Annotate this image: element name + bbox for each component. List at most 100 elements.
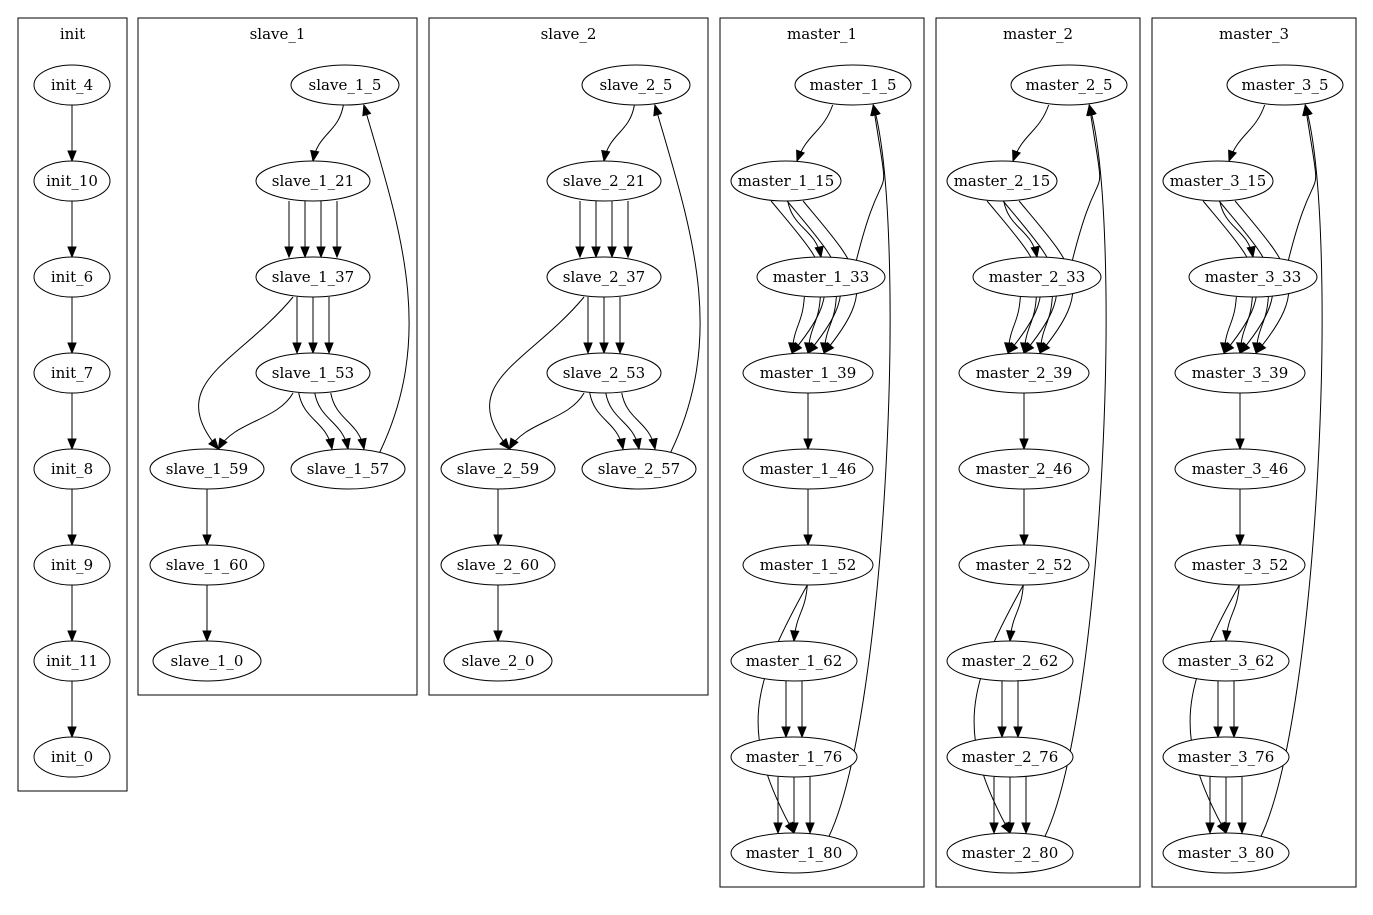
arrowhead [217, 437, 228, 451]
node-label: init_7 [51, 364, 93, 382]
node-label: master_3_15 [1170, 172, 1267, 190]
cluster-label: slave_2 [541, 25, 597, 43]
arrowhead [202, 534, 212, 547]
cluster-master-2: master_2 [935, 17, 1141, 888]
edge-path [1071, 104, 1101, 262]
node-label: master_2_62 [962, 652, 1059, 670]
node-ellipse [152, 640, 262, 682]
node-label: slave_2_5 [600, 76, 673, 94]
arrowhead [653, 103, 663, 117]
node-ellipse [255, 256, 371, 298]
cluster-label: master_1 [787, 25, 857, 43]
node-slave-2-21: slave_2_21 [546, 160, 662, 202]
node-ellipse [290, 64, 400, 106]
arrowhead [789, 822, 799, 835]
edge-master-1-46-to-master-1-52 [803, 488, 813, 547]
arrowhead [67, 246, 77, 259]
arrowhead [1222, 630, 1232, 643]
arrowhead [803, 534, 813, 547]
node-master-1-52: master_1_52 [742, 544, 874, 586]
edge-master-3-33-to-master-3-5 [1287, 103, 1317, 262]
arrowhead [493, 630, 503, 643]
node-ellipse [958, 448, 1090, 490]
cluster-box [1151, 17, 1357, 888]
edge-master-3-5-to-master-3-15 [1228, 104, 1266, 163]
node-label: slave_1_60 [166, 556, 248, 574]
node-ellipse [946, 832, 1074, 874]
node-ellipse [730, 160, 842, 202]
node-label: init_6 [51, 268, 93, 286]
node-master-3-46: master_3_46 [1174, 448, 1306, 490]
arrowhead [623, 246, 633, 259]
node-ellipse [149, 544, 265, 586]
arrowhead [1252, 342, 1262, 355]
node-ellipse [33, 352, 111, 394]
edge-master-2-52-to-master-2-62 [1006, 584, 1024, 643]
node-label: master_2_5 [1025, 76, 1112, 94]
node-slave-2-60: slave_2_60 [440, 544, 556, 586]
node-label: master_2_52 [976, 556, 1073, 574]
arrowhead [1229, 726, 1239, 739]
node-init-0: init_0 [33, 736, 111, 778]
node-ellipse [290, 448, 406, 490]
node-label: master_2_76 [962, 748, 1059, 766]
node-ellipse [1162, 640, 1290, 682]
edge-path [855, 104, 885, 262]
node-slave-1-59: slave_1_59 [149, 448, 265, 490]
node-ellipse [33, 736, 111, 778]
arrowhead [316, 246, 326, 259]
arrowhead [790, 630, 800, 643]
edge-slave-2-37-to-slave-2-53 [583, 296, 625, 355]
node-master-2-33: master_2_33 [972, 256, 1102, 298]
node-master-3-33: master_3_33 [1188, 256, 1318, 298]
node-label: master_3_62 [1178, 652, 1275, 670]
node-ellipse [33, 256, 111, 298]
cluster-master-3: master_3 [1151, 17, 1357, 888]
node-ellipse [33, 640, 111, 682]
node-ellipse [730, 736, 858, 778]
node-slave-2-53: slave_2_53 [546, 352, 662, 394]
arrowhead [202, 630, 212, 643]
edge-slave-2-53-to-slave-2-57 [589, 392, 658, 451]
cluster-box [137, 17, 418, 696]
node-ellipse [1162, 736, 1290, 778]
edge-init-8-to-init-9 [67, 489, 77, 547]
node-ellipse [581, 64, 691, 106]
edge-master-3-33-to-master-3-39 [1220, 296, 1269, 355]
edge-slave-2-60-to-slave-2-0 [493, 585, 503, 643]
edges-layer [67, 103, 1323, 838]
node-ellipse [1162, 160, 1274, 202]
node-label: init_0 [51, 748, 93, 766]
edge-slave-1-37-to-slave-1-59 [198, 296, 294, 451]
node-master-1-33: master_1_33 [756, 256, 886, 298]
arrowhead [575, 246, 585, 259]
edge-slave-2-57-to-slave-2-5 [653, 103, 701, 454]
node-master-3-5: master_3_5 [1226, 64, 1344, 106]
node-label: master_3_46 [1192, 460, 1289, 478]
node-slave-2-37: slave_2_37 [546, 256, 662, 298]
node-master-1-76: master_1_76 [730, 736, 858, 778]
node-label: master_1_5 [809, 76, 896, 94]
cluster-box [719, 17, 925, 888]
node-slave-1-0: slave_1_0 [152, 640, 262, 682]
node-init-10: init_10 [33, 160, 111, 202]
arrowhead [989, 822, 999, 835]
node-slave-2-5: slave_2_5 [581, 64, 691, 106]
node-label: master_2_39 [976, 364, 1073, 382]
node-master-1-62: master_1_62 [730, 640, 858, 682]
node-ellipse [1174, 544, 1306, 586]
arrowhead [310, 149, 320, 163]
arrowhead [341, 437, 351, 451]
edge-master-2-52-to-master-2-80 [973, 584, 1024, 835]
edge-master-3-39-to-master-3-46 [1235, 393, 1245, 451]
node-master-1-80: master_1_80 [730, 832, 858, 874]
node-master-2-80: master_2_80 [946, 832, 1074, 874]
node-master-2-52: master_2_52 [958, 544, 1090, 586]
arrowhead [67, 438, 77, 451]
edge-master-2-15-to-master-2-33 [1003, 200, 1040, 259]
node-label: master_1_76 [746, 748, 843, 766]
node-label: slave_2_53 [563, 364, 645, 382]
node-label: slave_2_37 [563, 268, 645, 286]
